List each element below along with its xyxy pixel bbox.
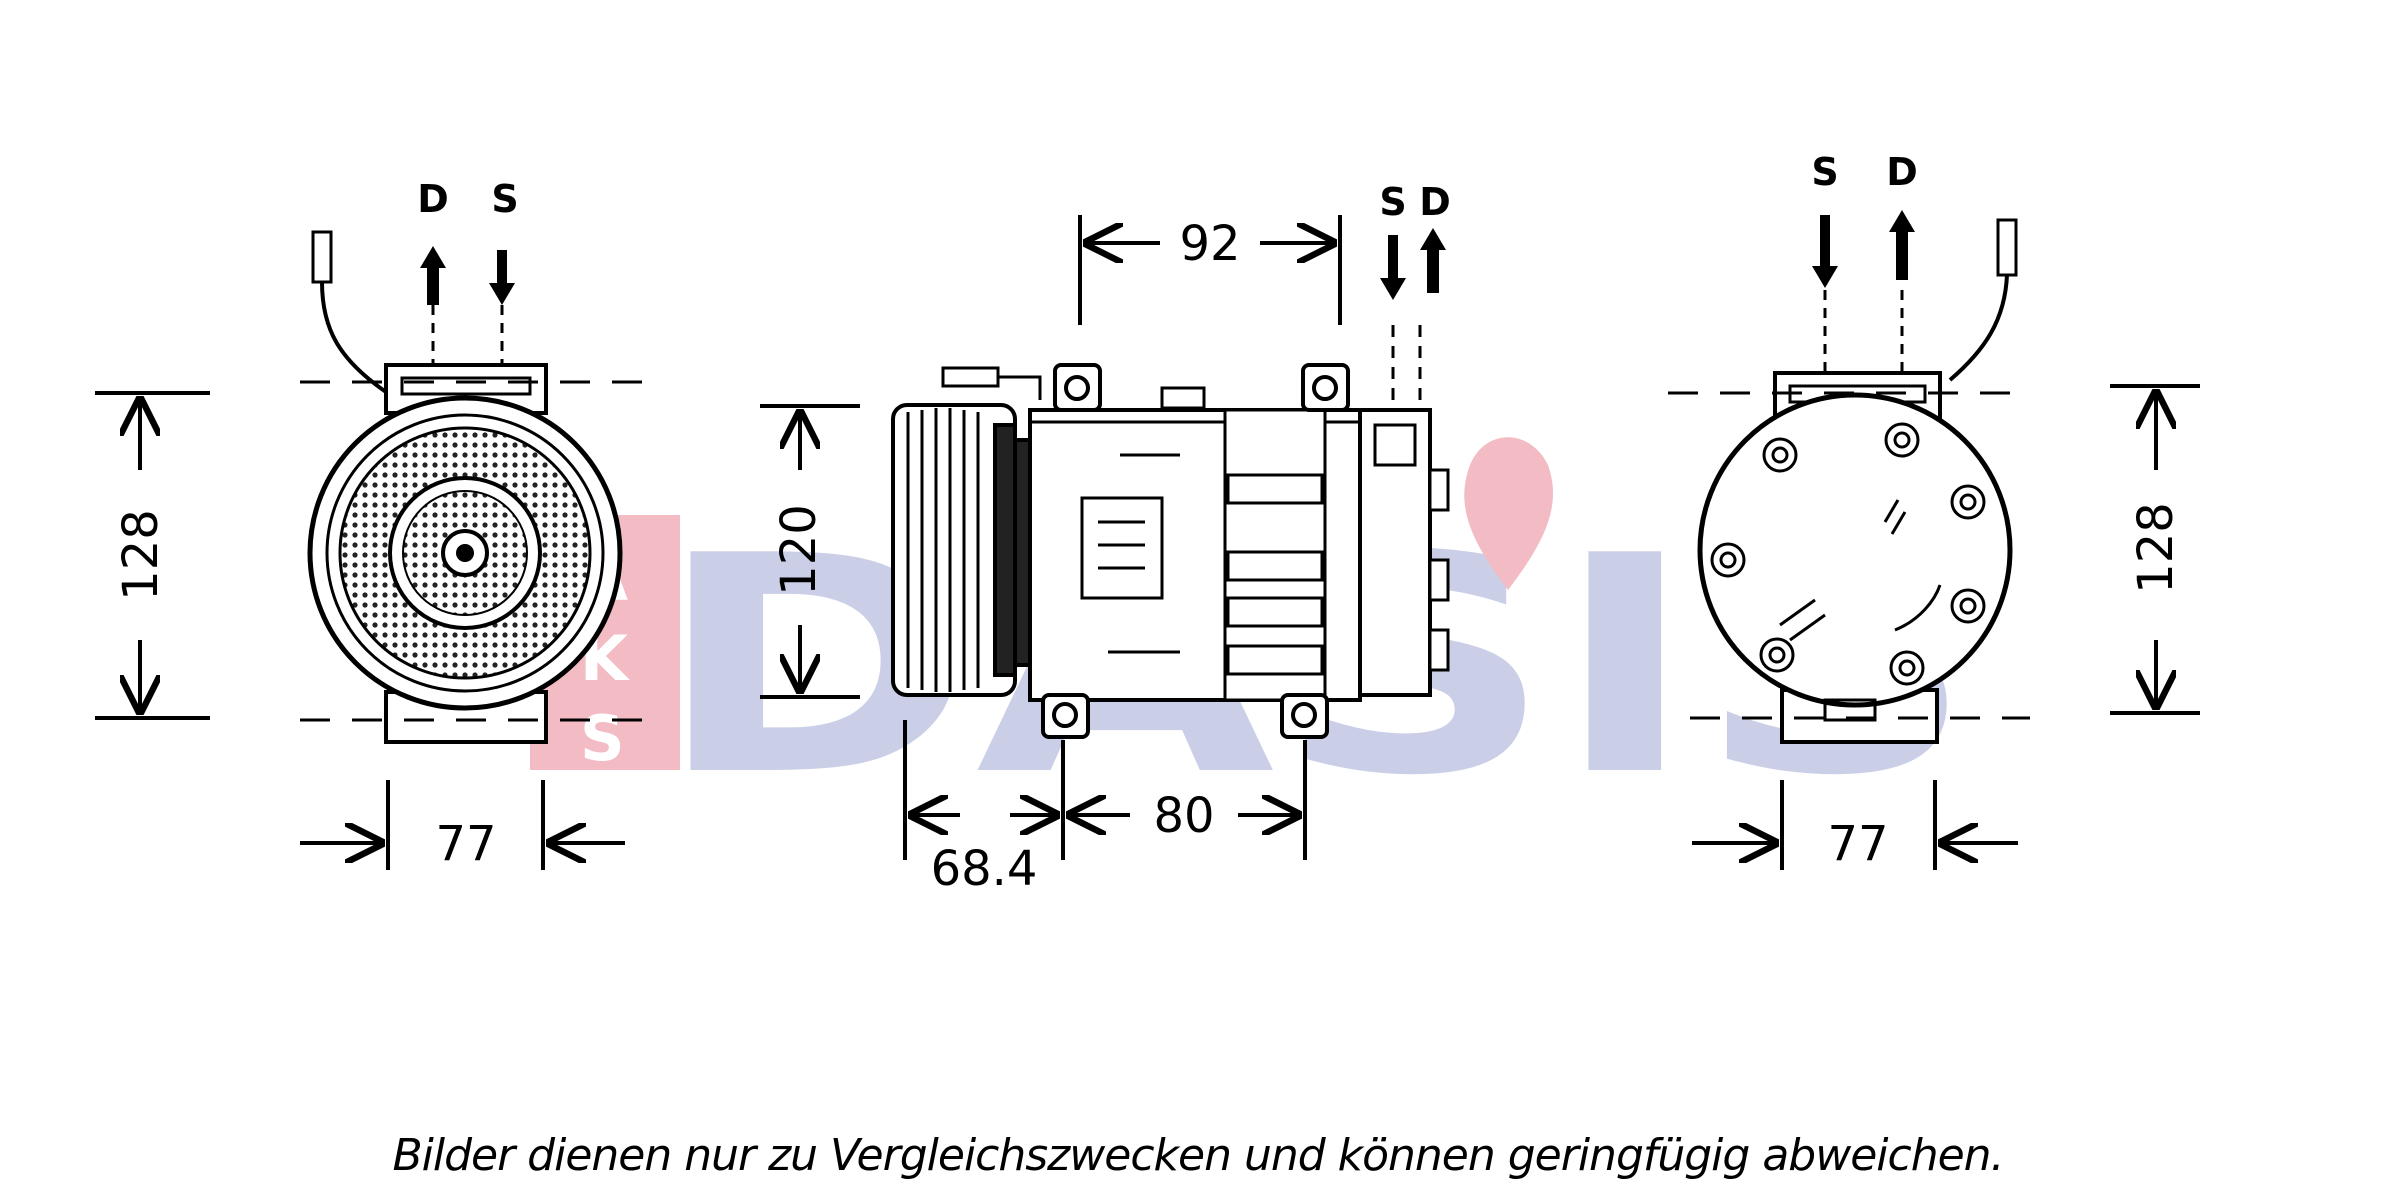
side-mount-dimension: [1070, 740, 1307, 860]
side-flow-label-d: D: [1419, 180, 1451, 224]
front-flow-label-s: S: [491, 177, 518, 221]
suction-arrow-icon: [1812, 215, 1838, 288]
rear-view: [1668, 218, 2030, 744]
rear-height-label: 128: [2128, 502, 2184, 594]
suction-arrow-icon: [1380, 235, 1406, 300]
front-flow-label-d: D: [417, 177, 449, 221]
side-pulley-label: 68.4: [931, 841, 1038, 897]
front-width-label: 77: [435, 816, 496, 872]
front-height-dimension: [95, 391, 210, 720]
discharge-arrow-icon: [420, 246, 446, 305]
side-mount-label: 80: [1153, 788, 1214, 844]
rear-width-dimension: [1692, 780, 2018, 870]
watermark-dot: [1464, 437, 1554, 590]
side-length-dimension: [1078, 215, 1342, 325]
side-height-label: 120: [771, 504, 827, 596]
rear-flow-label-s: S: [1811, 150, 1838, 194]
side-pulley-dimension: [903, 720, 1065, 860]
disclaimer-text: Bilder dienen nur zu Vergleichszwecken u…: [392, 1130, 2004, 1181]
suction-arrow-icon: [489, 250, 515, 305]
side-flow-label-s: S: [1379, 180, 1406, 224]
rear-flow-label-d: D: [1886, 150, 1918, 194]
discharge-arrow-icon: [1420, 228, 1446, 293]
side-length-label: 92: [1179, 216, 1240, 272]
watermark-letter-s: S: [580, 702, 625, 775]
side-height-dimension: [760, 404, 860, 699]
rear-width-label: 77: [1827, 816, 1888, 872]
front-height-label: 128: [113, 509, 169, 601]
rear-flow-arrows: S D: [1811, 150, 1918, 288]
side-flow-arrows: S D: [1379, 180, 1451, 300]
front-view: [300, 230, 650, 744]
rear-height-dimension: [2110, 384, 2200, 715]
side-view: [891, 325, 1450, 739]
discharge-arrow-icon: [1889, 210, 1915, 280]
front-flow-arrows: D S: [417, 177, 519, 305]
front-width-dimension: [300, 780, 625, 870]
